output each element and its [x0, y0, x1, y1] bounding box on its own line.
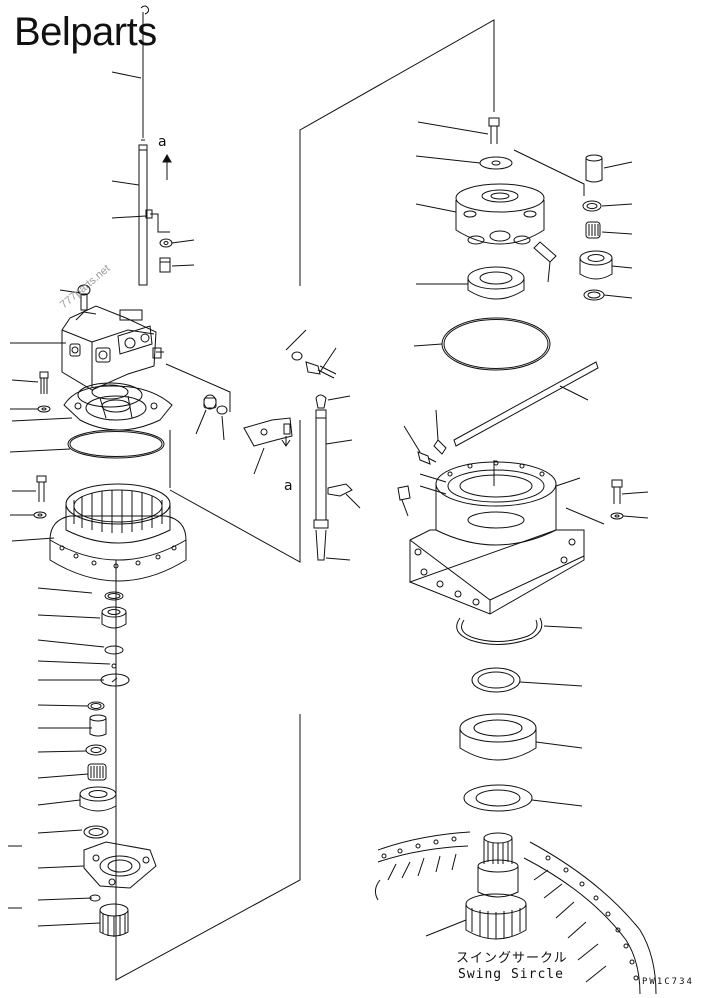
carrier-plate: [84, 842, 156, 888]
right-bolt-washer: [611, 480, 648, 519]
section-mark-middle: a: [284, 478, 293, 494]
bearing-right-lower: [460, 714, 582, 760]
swing-housing: [410, 460, 584, 614]
plug-fitting-1: [196, 395, 227, 440]
o-ring-large-right: [442, 318, 550, 370]
left-small-parts: [80, 592, 129, 838]
ring-gear-housing: [50, 484, 186, 581]
drain-pipe: [314, 395, 352, 560]
swing-circle-ring: [375, 832, 656, 994]
bracket-clamp: [244, 418, 292, 474]
thrust-washer-top: [480, 157, 512, 169]
o-ring-large-left: [68, 430, 164, 458]
drawing-code: PW1C734: [642, 977, 694, 987]
long-rod: [454, 362, 598, 446]
right-top-bolt: [418, 118, 499, 144]
planetary-carrier: [416, 150, 584, 244]
bearing-right-top: [416, 267, 524, 299]
thrust-washer-lower: [464, 785, 582, 811]
reduction-flange-1: [64, 386, 172, 430]
pinion-gear: [90, 895, 128, 937]
caption-japanese: スイングサークル: [456, 951, 568, 966]
swing-motor: [62, 306, 164, 407]
middle-parts: [166, 20, 494, 562]
output-pinion-shaft: [426, 833, 526, 939]
brand-logo-text: Belparts: [14, 10, 157, 54]
caption-english: Swing Sircle: [458, 967, 564, 982]
left-centerline: [116, 714, 300, 980]
planet-pins: [534, 155, 632, 300]
left-bolt-washer-1: [38, 372, 50, 412]
left-assembly: [8, 6, 300, 980]
top-bolt: [78, 285, 90, 310]
snap-ring: [457, 618, 582, 645]
left-bolt-washer-2: [34, 476, 46, 518]
left-leaders: [8, 72, 194, 926]
middle-clip: [328, 484, 360, 508]
middle-bolt-washer: [286, 330, 336, 378]
housing-fittings: [398, 410, 446, 516]
right-assembly: [375, 118, 656, 994]
section-mark-top: a: [158, 134, 167, 150]
oil-seal: [472, 668, 582, 692]
